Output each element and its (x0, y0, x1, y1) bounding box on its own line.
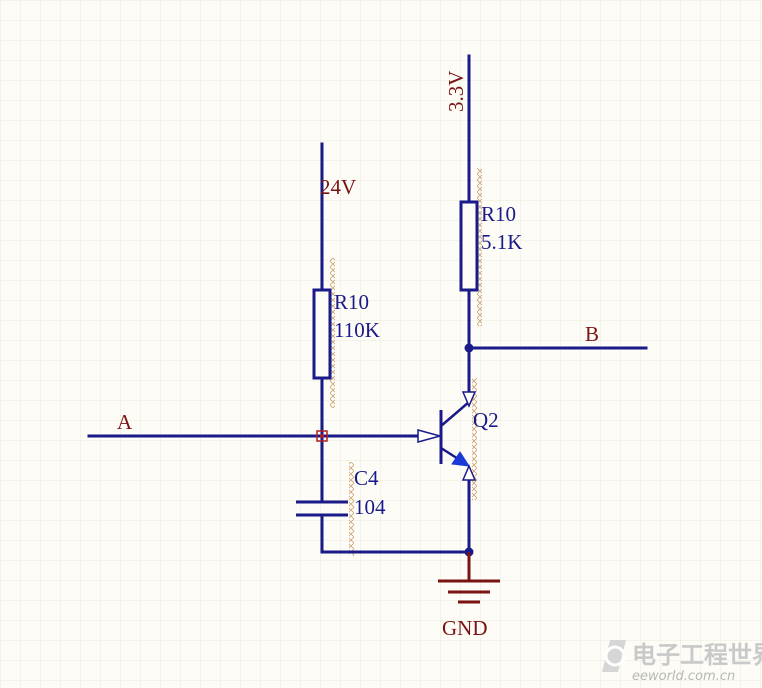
emitter-pin-arrow (461, 464, 477, 481)
net-label-24v: 24V (320, 175, 356, 199)
watermark: 电子工程世界 eeworld.com.cn (602, 640, 762, 684)
capacitor-ref: C4 (354, 466, 379, 490)
watermark-text: 电子工程世界 (632, 641, 762, 669)
r-pullup-hatch (477, 168, 482, 326)
junction-base-node (316, 430, 328, 442)
net-label-gnd: GND (442, 616, 488, 640)
emitter-arrow (451, 451, 470, 467)
capacitor-value: 104 (354, 495, 386, 519)
junction-output (464, 343, 474, 353)
r-bias-ref: R10 (334, 290, 369, 314)
net-label-a: A (117, 410, 133, 434)
transistor-hatch (472, 378, 477, 500)
ground-symbol (438, 552, 500, 604)
r-pullup-body (459, 200, 479, 292)
collector-pin-arrow (461, 391, 477, 408)
transistor-symbol (439, 401, 470, 467)
net-label-3v3: 3.3V (444, 71, 468, 112)
watermark-url: eeworld.com.cn (632, 669, 735, 684)
r-bias-hatch (330, 258, 335, 408)
net-label-b: B (585, 322, 599, 346)
watermark-logo-icon (602, 640, 626, 672)
transistor-ref: Q2 (473, 408, 499, 432)
base-pin-arrow (417, 429, 443, 443)
r-pullup-ref: R10 (481, 202, 516, 226)
r-pullup-value: 5.1K (481, 230, 522, 254)
capacitor-hatch (349, 462, 354, 556)
r-bias-value: 110K (334, 318, 380, 342)
r-bias-body (312, 288, 332, 380)
